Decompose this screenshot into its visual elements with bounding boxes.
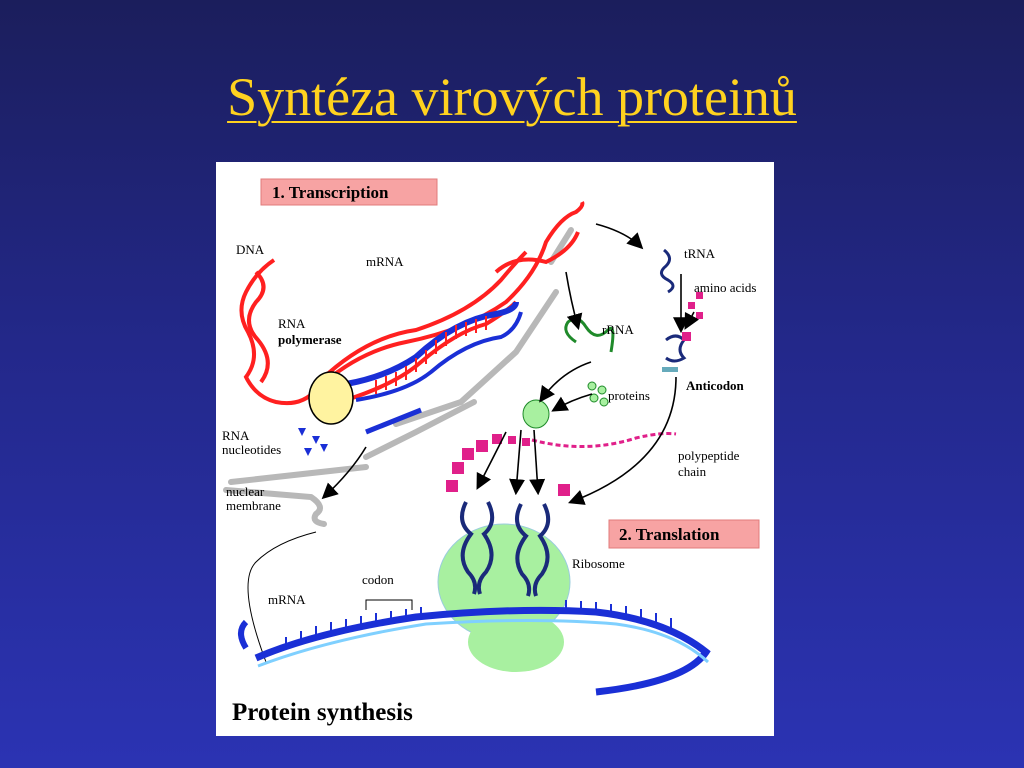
transcription-label: 1. Transcription — [272, 183, 389, 202]
trna-anticodon — [662, 332, 691, 372]
mrna-transcript — [345, 301, 523, 435]
trna-top — [660, 248, 675, 294]
ribosome-subunit — [522, 399, 550, 429]
trna-in-ribosome — [460, 501, 551, 597]
amino-acids — [688, 292, 703, 319]
codon-label: codon — [362, 572, 394, 587]
translation-label-box: 2. Translation — [608, 519, 760, 549]
nuclear-membrane-label-1: nuclear — [226, 484, 265, 499]
rna-nucleotides-label-2: nucleotides — [222, 442, 281, 457]
dna-helix — [239, 201, 585, 406]
mrna-bases-top — [375, 316, 487, 394]
mrna-top-label: mRNA — [366, 254, 404, 269]
polypeptide-label-2: chain — [678, 464, 707, 479]
transcription-label-box: 1. Transcription — [260, 178, 438, 206]
proteins-label: proteins — [608, 388, 650, 403]
nuclear-membrane — [223, 227, 574, 527]
rrna-strand — [564, 317, 615, 353]
dna-label: DNA — [236, 242, 265, 257]
ribosome-small — [468, 612, 564, 672]
anticodon-label: Anticodon — [686, 378, 745, 393]
rna-polymerase-label-1: RNA — [278, 316, 306, 331]
rrna-label: rRNA — [602, 322, 634, 337]
rna-nucleotides — [298, 428, 328, 456]
translation-label: 2. Translation — [619, 525, 720, 544]
figure-caption: Protein synthesis — [232, 699, 413, 726]
flow-arrows — [321, 223, 700, 505]
rna-nucleotides-label-1: RNA — [222, 428, 250, 443]
polypeptide-label-1: polypeptide — [678, 448, 740, 463]
ribosome-label: Ribosome — [572, 556, 625, 571]
mrna-bottom — [238, 531, 711, 696]
mrna-bottom-label: mRNA — [268, 592, 306, 607]
nuclear-membrane-label-2: membrane — [226, 498, 281, 513]
polypeptide-chain — [446, 432, 677, 496]
mrna-codon-bases — [285, 600, 672, 648]
protein-synthesis-diagram: 1. Transcription 2. Translation — [216, 162, 774, 736]
slide-title: Syntéza virových proteinů — [227, 67, 797, 127]
diagram-canvas: 1. Transcription 2. Translation — [222, 178, 760, 726]
protein-particles — [587, 381, 609, 407]
amino-acids-label: amino acids — [694, 280, 756, 295]
codon-bracket — [365, 599, 413, 610]
rna-polymerase — [308, 371, 354, 425]
rna-polymerase-label-2: polymerase — [278, 332, 342, 347]
trna-label: tRNA — [684, 246, 716, 261]
